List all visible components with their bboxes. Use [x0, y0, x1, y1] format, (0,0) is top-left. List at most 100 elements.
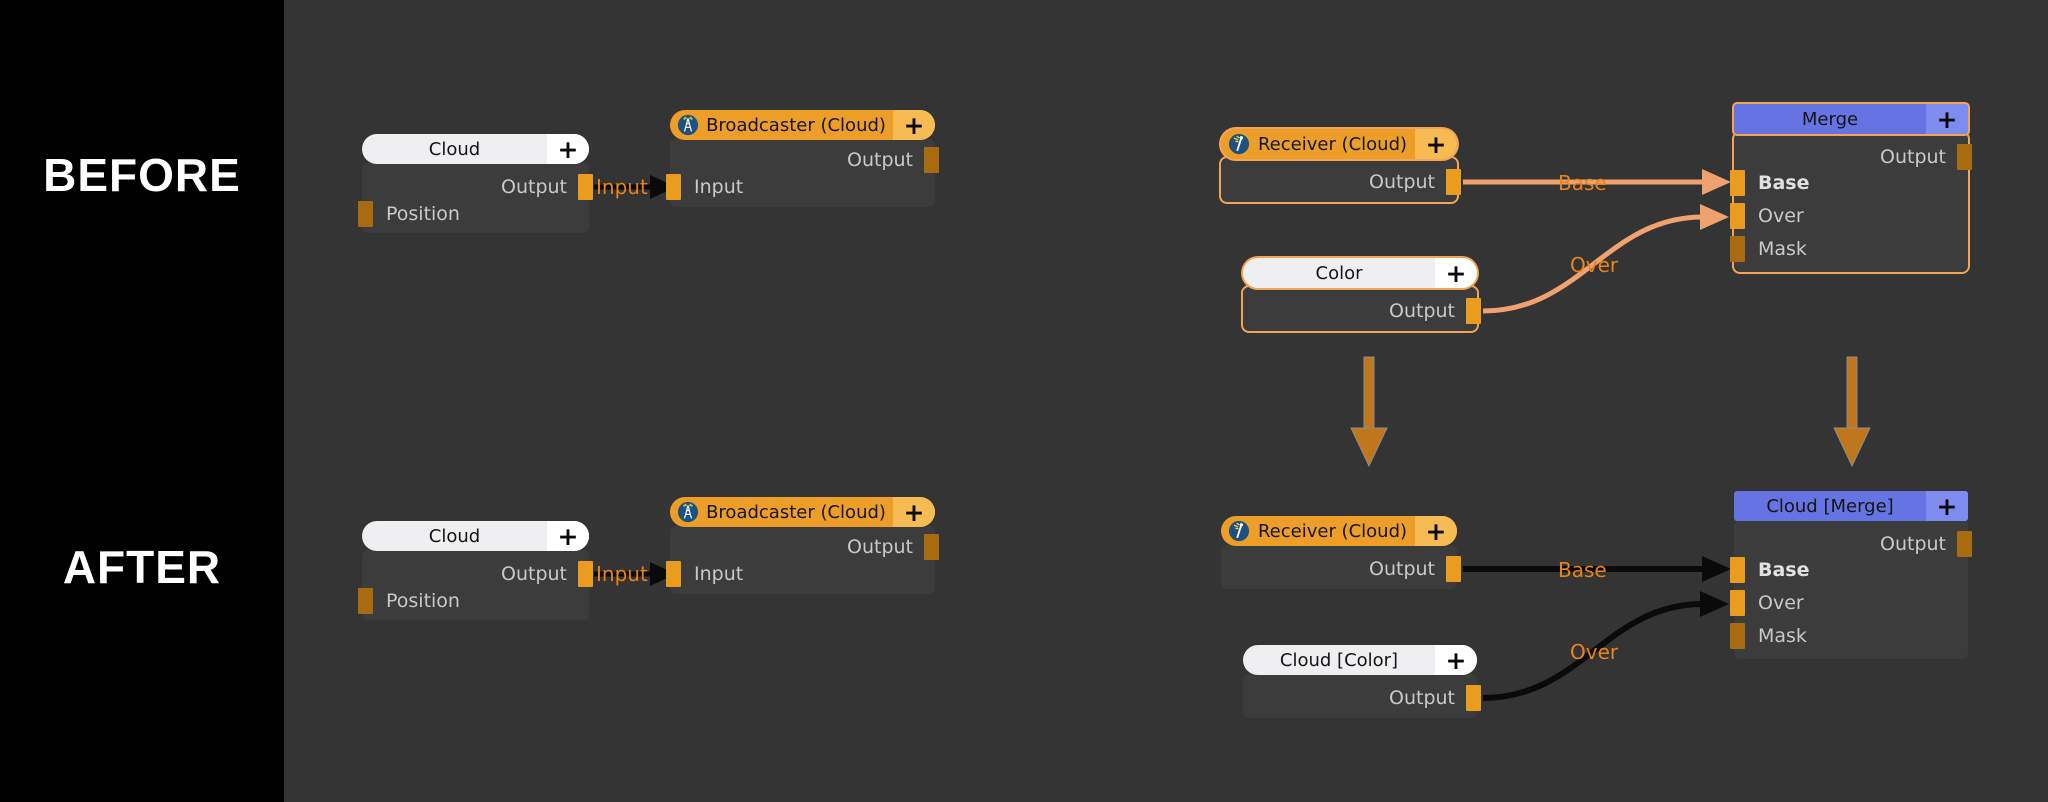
- node-header[interactable]: Cloud [Merge] +: [1734, 491, 1968, 521]
- node-color-after: Cloud [Color] + Output: [1243, 645, 1481, 718]
- node-title: Cloud: [428, 138, 481, 160]
- node-title: Cloud [Color]: [1279, 649, 1399, 671]
- port-label-over: Over: [1758, 592, 1804, 614]
- port-connector-input[interactable]: [666, 174, 681, 200]
- node-body[interactable]: Output Base Over Mask: [1730, 133, 1972, 272]
- port-label-output: Output: [501, 176, 567, 198]
- edge-label-over-after: Over: [1570, 640, 1619, 664]
- port-label-output: Output: [501, 563, 567, 585]
- add-port-button[interactable]: +: [1415, 516, 1457, 546]
- add-port-button[interactable]: +: [1435, 645, 1477, 675]
- node-merge-before: Merge + Output Base Over Mask: [1730, 104, 1972, 272]
- edge-label-input-after: Input: [596, 562, 648, 586]
- port-label-position: Position: [386, 203, 460, 225]
- port-connector-over[interactable]: [1730, 203, 1745, 229]
- edge-over-after-arrowhead: [1700, 591, 1729, 617]
- add-port-button[interactable]: +: [547, 521, 589, 551]
- edge-over-before-arrowhead: [1700, 204, 1729, 230]
- port-label-mask: Mask: [1758, 625, 1807, 647]
- port-connector-position[interactable]: [358, 201, 373, 227]
- port-connector-input[interactable]: [666, 561, 681, 587]
- edge-label-input-before: Input: [596, 175, 648, 199]
- port-label-mask: Mask: [1758, 238, 1807, 260]
- add-port-button[interactable]: +: [1926, 491, 1968, 521]
- node-body[interactable]: Output: [1221, 158, 1461, 202]
- node-body[interactable]: Output: [1221, 545, 1461, 589]
- after-label: AFTER: [62, 541, 222, 593]
- add-port-button[interactable]: +: [893, 497, 935, 527]
- port-connector-base[interactable]: [1730, 557, 1745, 583]
- node-broadcaster-before: Broadcaster (Cloud) + Output Input: [666, 110, 939, 207]
- node-broadcaster-after: Broadcaster (Cloud) + Output Input: [666, 497, 939, 594]
- node-body[interactable]: Output Position: [358, 550, 593, 620]
- port-label-output: Output: [847, 149, 913, 171]
- edge-label-base-after: Base: [1558, 558, 1607, 582]
- port-connector-output[interactable]: [1446, 169, 1461, 195]
- add-port-button[interactable]: +: [1415, 129, 1457, 159]
- node-header[interactable]: Cloud [Color] +: [1243, 645, 1477, 675]
- port-label-input: Input: [694, 176, 744, 198]
- comparison-sidebar: BEFORE AFTER: [0, 0, 284, 802]
- node-header[interactable]: Receiver (Cloud) +: [1221, 516, 1457, 546]
- edge-label-over-before: Over: [1570, 253, 1619, 277]
- node-title: Color: [1315, 262, 1363, 284]
- node-header[interactable]: Color +: [1243, 258, 1477, 288]
- port-connector-output[interactable]: [1466, 685, 1481, 711]
- node-title: Cloud [Merge]: [1766, 495, 1894, 517]
- receiver-icon: [1228, 520, 1250, 542]
- port-label-position: Position: [386, 590, 460, 612]
- port-connector-mask[interactable]: [1730, 236, 1745, 262]
- node-body[interactable]: Output Base Over Mask: [1730, 520, 1972, 659]
- broadcaster-icon: [677, 114, 699, 136]
- port-connector-output[interactable]: [1466, 298, 1481, 324]
- port-label-output: Output: [1880, 146, 1946, 168]
- port-connector-output[interactable]: [1446, 556, 1461, 582]
- node-header[interactable]: Merge +: [1734, 104, 1968, 134]
- before-label: BEFORE: [43, 149, 241, 201]
- node-title: Cloud: [428, 525, 481, 547]
- node-title: Broadcaster (Cloud): [706, 501, 886, 523]
- port-connector-position[interactable]: [358, 588, 373, 614]
- node-body[interactable]: Output Position: [358, 163, 593, 233]
- port-connector-output[interactable]: [1957, 144, 1972, 170]
- node-body[interactable]: Output: [1243, 674, 1481, 718]
- transition-arrow-left: [1350, 356, 1388, 468]
- transition-arrow-right: [1833, 356, 1871, 468]
- node-body[interactable]: Output Input: [666, 139, 939, 207]
- add-port-button[interactable]: +: [893, 110, 935, 140]
- port-label-input: Input: [694, 563, 744, 585]
- edge-label-base-before: Base: [1558, 171, 1607, 195]
- port-label-output: Output: [1389, 687, 1455, 709]
- node-title: Merge: [1801, 108, 1859, 130]
- broadcaster-icon: [677, 501, 699, 523]
- port-connector-base[interactable]: [1730, 170, 1745, 196]
- node-header[interactable]: Receiver (Cloud) +: [1221, 129, 1457, 159]
- node-header[interactable]: Cloud +: [362, 521, 589, 551]
- node-title: Receiver (Cloud): [1257, 520, 1408, 542]
- port-connector-output[interactable]: [924, 534, 939, 560]
- node-receiver-after: Receiver (Cloud) + Output: [1221, 516, 1461, 589]
- node-cloud-before: Cloud + Output Position: [358, 134, 593, 233]
- port-connector-over[interactable]: [1730, 590, 1745, 616]
- port-connector-output[interactable]: [924, 147, 939, 173]
- port-connector-mask[interactable]: [1730, 623, 1745, 649]
- add-port-button[interactable]: +: [1926, 104, 1968, 134]
- port-label-base: Base: [1758, 559, 1810, 581]
- node-header[interactable]: Cloud +: [362, 134, 589, 164]
- port-connector-output[interactable]: [1957, 531, 1972, 557]
- port-label-output: Output: [1369, 558, 1435, 580]
- port-connector-output[interactable]: [578, 561, 593, 587]
- edge-base-before-arrowhead: [1702, 169, 1731, 195]
- node-cloud-after: Cloud + Output Position: [358, 521, 593, 620]
- node-body[interactable]: Output Input: [666, 526, 939, 594]
- port-connector-output[interactable]: [578, 174, 593, 200]
- node-header[interactable]: Broadcaster (Cloud) +: [670, 497, 935, 527]
- add-port-button[interactable]: +: [1435, 258, 1477, 288]
- node-body[interactable]: Output: [1243, 287, 1481, 331]
- add-port-button[interactable]: +: [547, 134, 589, 164]
- edge-base-after-arrowhead: [1702, 556, 1731, 582]
- node-header[interactable]: Broadcaster (Cloud) +: [670, 110, 935, 140]
- port-label-output: Output: [1369, 171, 1435, 193]
- port-label-over: Over: [1758, 205, 1804, 227]
